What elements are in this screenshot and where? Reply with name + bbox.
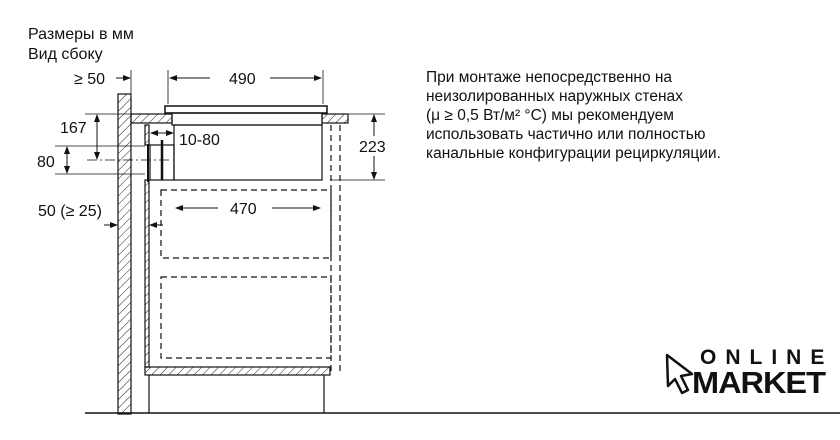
drawer-top — [160, 189, 332, 259]
cabinet-bottom — [144, 366, 331, 376]
logo-online: ONLINE — [700, 346, 834, 369]
label-490: 490 — [229, 71, 256, 88]
note-line: При монтаже непосредственно на — [426, 69, 673, 86]
note-line: канальные конфигурации рециркуляции. — [426, 145, 721, 162]
label-223: 223 — [359, 139, 386, 156]
label-470: 470 — [230, 201, 257, 218]
installation-note: При монтаже непосредственно на неизолиро… — [426, 68, 721, 163]
note-line: (μ ≥ 0,5 Вт/м² °C) мы рекомендуем — [426, 107, 674, 124]
cooktop-glass — [164, 105, 328, 114]
countertop-right — [321, 113, 349, 124]
note-line: неизолированных наружных стенах — [426, 88, 683, 105]
cabinet-back-panel — [144, 124, 150, 146]
wall — [117, 93, 132, 415]
note-line: использовать частично или полностью — [426, 126, 706, 143]
drawer-bottom — [160, 276, 332, 359]
title-side-view: Вид сбоку — [28, 46, 103, 63]
cursor-arrow-icon — [665, 353, 694, 395]
label-80: 80 — [37, 154, 55, 171]
label-rear-gap: 50 (≥ 25) — [38, 203, 102, 220]
logo-market: MARKET — [692, 365, 826, 400]
title-dimensions: Размеры в мм — [28, 26, 134, 43]
online-market-logo: ONLINE MARKET — [662, 346, 832, 406]
label-wall-gap: ≥ 50 — [74, 71, 105, 88]
cooktop-body-top — [171, 112, 323, 126]
label-167: 167 — [60, 120, 87, 137]
countertop-left — [130, 113, 173, 124]
label-10-80: 10-80 — [179, 132, 220, 149]
